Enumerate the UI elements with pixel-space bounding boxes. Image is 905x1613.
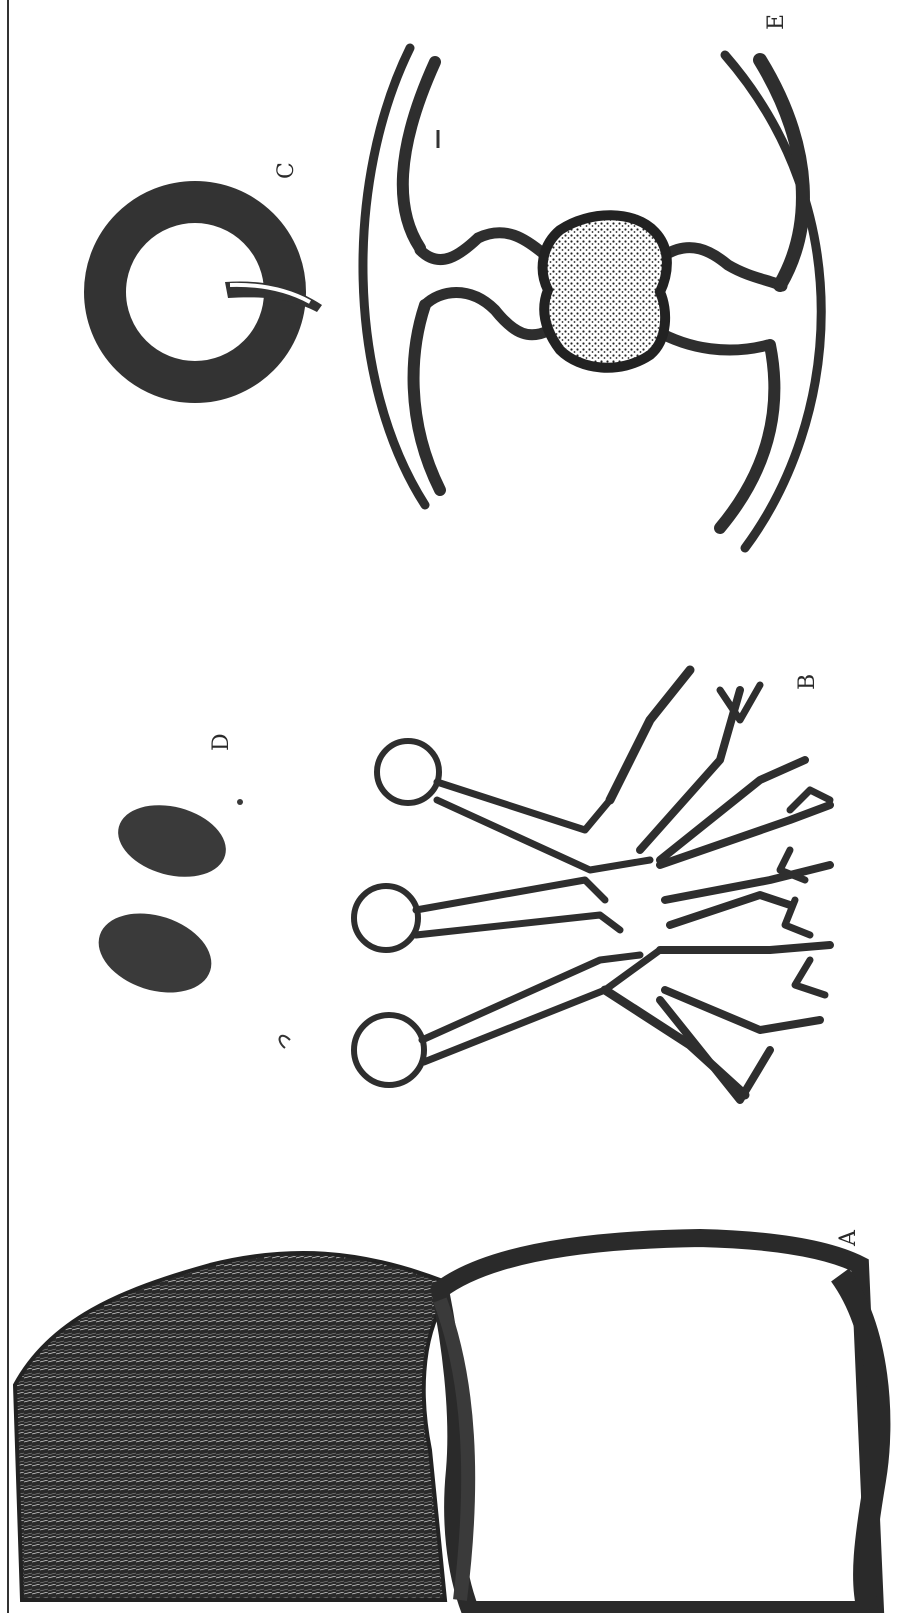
- label-a: A: [836, 1229, 861, 1247]
- figure-a-body: [15, 1238, 879, 1610]
- label-c: C: [274, 162, 299, 179]
- label-b: B: [795, 674, 820, 690]
- label-d: D: [209, 733, 234, 751]
- figure-d-mark: [280, 1036, 290, 1048]
- figure-e-nucleus: [543, 215, 667, 367]
- label-e: E: [764, 14, 789, 30]
- figure-b-branching: [354, 670, 830, 1100]
- figure-c-ring: [105, 202, 322, 382]
- figure-d-ovals: [88, 794, 243, 1006]
